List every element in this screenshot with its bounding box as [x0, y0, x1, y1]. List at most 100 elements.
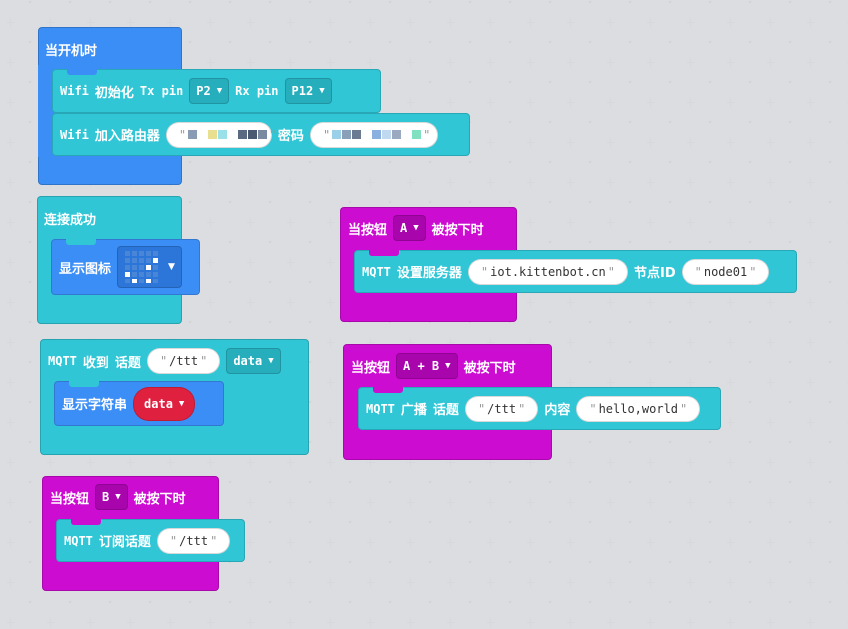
notch [369, 250, 399, 256]
grid-cross-icon [86, 618, 95, 627]
ssid-input[interactable]: " " [165, 121, 276, 148]
quote-icon: " [680, 401, 688, 416]
grid-cross-icon [246, 458, 255, 467]
topic-input[interactable]: "/ttt" [146, 348, 221, 374]
mqtt-set-server-block[interactable]: MQTT 设置服务器 "iot.kittenbot.cn" 节点ID "node… [354, 250, 797, 293]
topic-value: /ttt [179, 533, 209, 548]
node-id-input[interactable]: "node01" [681, 258, 770, 285]
grid-cross-icon [286, 458, 295, 467]
mqtt-broadcast-block[interactable]: MQTT 广播 话题 "/ttt" 内容 "hello,world" [358, 387, 721, 430]
grid-cross-icon [846, 538, 848, 547]
grid-cross-icon [366, 458, 375, 467]
data-variable-dropdown[interactable]: data▼ [226, 348, 281, 374]
grid-cross-icon [326, 578, 335, 587]
when-button-label: 当按钮 [351, 360, 391, 376]
content-value: hello,world [598, 401, 679, 416]
grid-cross-icon [686, 498, 695, 507]
grid-cross-icon [526, 138, 535, 147]
notch [66, 239, 96, 245]
grid-cross-icon [246, 498, 255, 507]
chevron-down-icon: ▼ [445, 361, 451, 371]
grid-cross-icon [206, 218, 215, 227]
grid-cross-icon [726, 98, 735, 107]
grid-cross-icon [606, 498, 615, 507]
grid-cross-icon [286, 258, 295, 267]
grid-cross-icon [326, 298, 335, 307]
grid-cross-icon [206, 298, 215, 307]
grid-cross-icon [606, 378, 615, 387]
icon-picker-dropdown[interactable]: ▼ [117, 246, 182, 288]
grid-cross-icon [366, 578, 375, 587]
grid-cross-icon [6, 258, 15, 267]
receive-label: 收到 [82, 355, 109, 371]
quote-icon: " [749, 264, 757, 279]
subscribe-topic-input[interactable]: "/ttt" [156, 527, 231, 554]
redacted-password-icon [332, 130, 422, 139]
grid-cross-icon [766, 18, 775, 27]
grid-cross-icon [526, 578, 535, 587]
grid-cross-icon [726, 138, 735, 147]
grid-cross-icon [566, 618, 575, 627]
grid-cross-icon [246, 58, 255, 67]
wifi-join-block[interactable]: Wifi 加入路由器 " " 密码 " " [52, 113, 470, 156]
server-host-input[interactable]: "iot.kittenbot.cn" [467, 258, 628, 285]
grid-cross-icon [206, 458, 215, 467]
grid-cross-icon [646, 298, 655, 307]
grid-cross-icon [766, 458, 775, 467]
grid-cross-icon [486, 58, 495, 67]
grid-cross-icon [326, 538, 335, 547]
grid-cross-icon [6, 578, 15, 587]
wifi-init-block[interactable]: Wifi 初始化 Tx pin P2▼ Rx pin P12▼ [52, 69, 381, 113]
grid-cross-icon [726, 618, 735, 627]
grid-cross-icon [246, 218, 255, 227]
grid-cross-icon [606, 58, 615, 67]
tx-pin-dropdown[interactable]: P2▼ [189, 78, 230, 104]
broadcast-topic-input[interactable]: "/ttt" [464, 395, 539, 422]
grid-cross-icon [726, 418, 735, 427]
grid-cross-icon [766, 58, 775, 67]
grid-cross-icon [206, 58, 215, 67]
button-a-dropdown[interactable]: A▼ [393, 215, 426, 241]
grid-cross-icon [566, 458, 575, 467]
grid-cross-icon [766, 418, 775, 427]
grid-cross-icon [646, 378, 655, 387]
content-label: 内容 [544, 403, 571, 418]
grid-cross-icon [486, 618, 495, 627]
grid-cross-icon [606, 98, 615, 107]
node-id-label: 节点ID [633, 266, 676, 281]
broadcast-content-input[interactable]: "hello,world" [576, 395, 701, 422]
grid-cross-icon [526, 458, 535, 467]
grid-cross-icon [526, 298, 535, 307]
show-icon-block[interactable]: 显示图标 ▼ [51, 239, 200, 295]
pressed-label: 被按下时 [463, 360, 516, 376]
tx-pin-value: P2 [196, 84, 211, 98]
show-string-block[interactable]: 显示字符串 data▼ [54, 381, 224, 426]
grid-cross-icon [806, 218, 815, 227]
grid-cross-icon [686, 218, 695, 227]
grid-cross-icon [806, 98, 815, 107]
data-variable-reporter[interactable]: data▼ [133, 386, 196, 421]
grid-cross-icon [326, 498, 335, 507]
button-ab-dropdown[interactable]: A + B▼ [396, 353, 458, 379]
grid-cross-icon [326, 18, 335, 27]
notch [69, 381, 99, 387]
grid-cross-icon [526, 338, 535, 347]
quote-icon: " [200, 354, 208, 368]
mqtt-label: MQTT [366, 401, 395, 416]
grid-cross-icon [286, 538, 295, 547]
grid-cross-icon [646, 458, 655, 467]
grid-cross-icon [486, 458, 495, 467]
grid-cross-icon [286, 218, 295, 227]
grid-cross-icon [686, 338, 695, 347]
grid-cross-icon [526, 178, 535, 187]
password-input[interactable]: " " [309, 121, 438, 148]
grid-cross-icon [646, 138, 655, 147]
button-b-dropdown[interactable]: B▼ [95, 484, 128, 510]
mqtt-subscribe-block[interactable]: MQTT 订阅话题 "/ttt" [56, 519, 245, 562]
grid-cross-icon [326, 338, 335, 347]
grid-cross-icon [766, 98, 775, 107]
grid-cross-icon [846, 418, 848, 427]
grid-cross-icon [686, 98, 695, 107]
grid-cross-icon [126, 618, 135, 627]
rx-pin-dropdown[interactable]: P12▼ [284, 78, 332, 104]
